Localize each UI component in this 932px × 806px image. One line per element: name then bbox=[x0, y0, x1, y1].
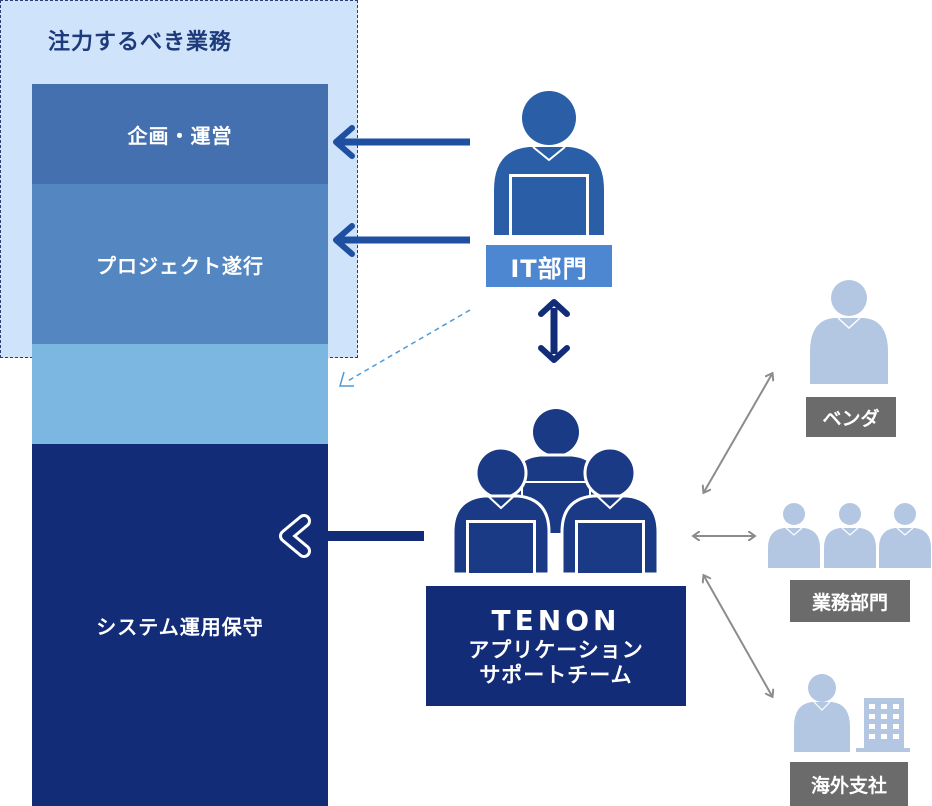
blank-block bbox=[32, 344, 328, 444]
business-people-icon bbox=[768, 503, 931, 568]
vendor-label: ベンダ bbox=[806, 397, 896, 437]
arrow-left-icon bbox=[333, 125, 470, 159]
overseas-person-icon bbox=[794, 674, 850, 752]
project-label: プロジェクト遂行 bbox=[96, 253, 264, 278]
team-icon bbox=[451, 409, 660, 576]
double-arrow-icon bbox=[704, 374, 772, 492]
project-block: プロジェクト遂行 bbox=[32, 184, 328, 344]
maintenance-label: システム運用保守 bbox=[96, 614, 264, 639]
business-dept-label: 業務部門 bbox=[790, 580, 910, 622]
maintenance-block: システム運用保守 bbox=[32, 444, 328, 806]
planning-label: 企画・運営 bbox=[127, 123, 233, 148]
planning-block: 企画・運営 bbox=[32, 84, 328, 184]
building-icon bbox=[856, 698, 910, 752]
tenon-box: TENON アプリケーション サポートチーム bbox=[426, 586, 686, 706]
it-dept-label: IT部門 bbox=[486, 245, 612, 287]
tenon-subtitle-line1: アプリケーション bbox=[468, 638, 644, 662]
double-arrow-icon bbox=[538, 299, 570, 363]
arrow-left-icon bbox=[333, 223, 470, 257]
tenon-subtitle-line2: サポートチーム bbox=[479, 663, 633, 687]
overseas-branch-label: 海外支社 bbox=[790, 762, 908, 806]
dashed-arrow-icon bbox=[339, 309, 471, 387]
double-arrow-icon bbox=[704, 576, 772, 696]
arrow-left-icon bbox=[279, 514, 424, 558]
vendor-person-icon bbox=[810, 280, 888, 384]
tenon-name: TENON bbox=[491, 604, 621, 637]
focus-title: 注力するべき業務 bbox=[48, 30, 233, 55]
it-person-icon bbox=[494, 91, 604, 238]
